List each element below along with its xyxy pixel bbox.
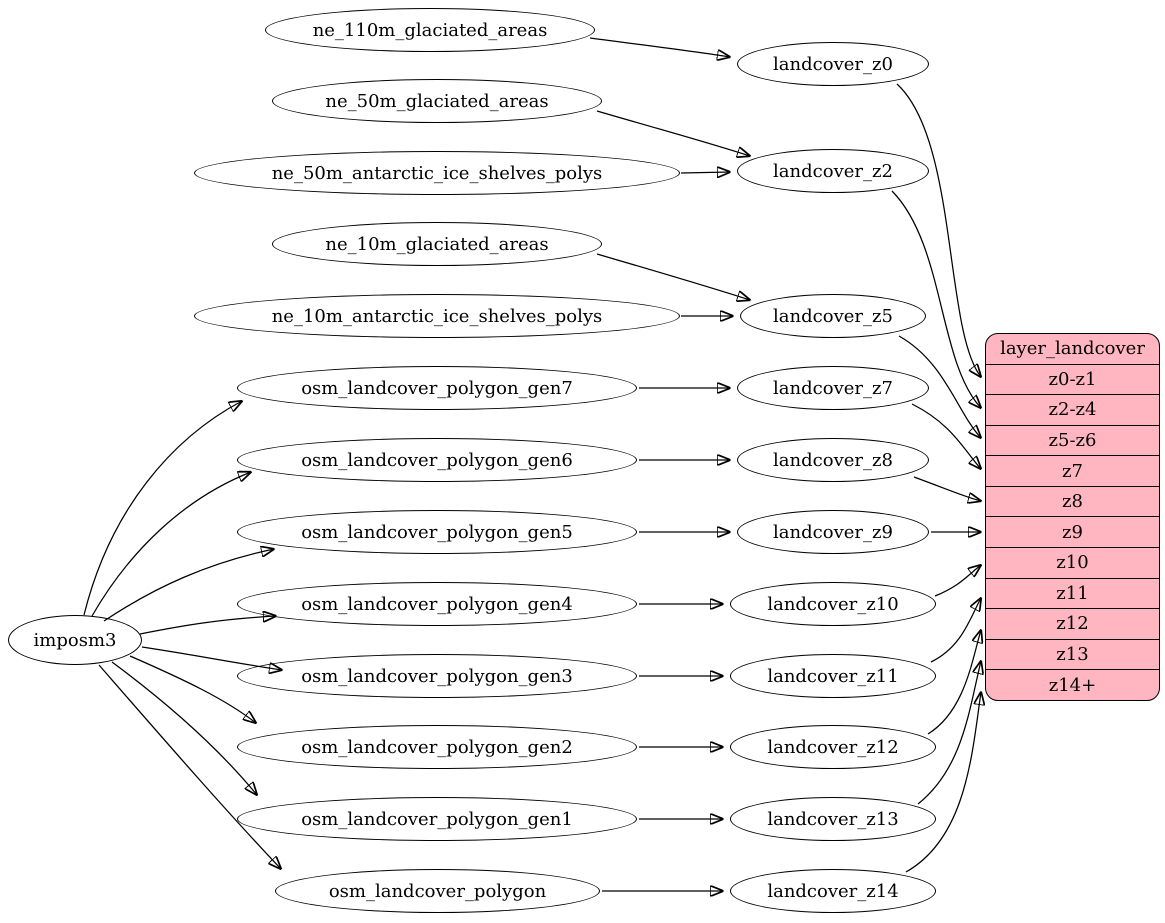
node-imposm3: imposm3 [8,615,142,665]
edge-imposm3-osm-landcover-polygon-gen2 [129,655,256,723]
node-osm-landcover-polygon-gen1: osm_landcover_polygon_gen1 [237,797,637,841]
node-landcover-z7: landcover_z7 [737,366,929,410]
node-osm-landcover-polygon-gen3: osm_landcover_polygon_gen3 [237,654,637,698]
node-ne-50m-glaciated-areas: ne_50m_glaciated_areas [272,79,602,123]
edge-landcover-z12-row-z12 [927,630,981,735]
node-landcover-z2: landcover_z2 [737,149,929,193]
table-title: layer_landcover [1000,338,1145,360]
table-row-z9: z9 [986,516,1159,547]
table-row-z14plus: z14+ [986,669,1159,700]
node-ne-10m-antarctic-ice-shelves-polys: ne_10m_antarctic_ice_shelves_polys [194,294,680,338]
edge-landcover-z14-row-z14plus [905,692,981,873]
table-row-z13: z13 [986,638,1159,670]
node-landcover-z8: landcover_z8 [737,438,929,482]
edge-imposm3-osm-landcover-polygon-gen4 [139,616,276,635]
node-osm-landcover-polygon-gen7: osm_landcover_polygon_gen7 [237,366,637,410]
node-landcover-z12: landcover_z12 [730,725,936,769]
edge-landcover-z11-row-z11 [930,598,981,663]
node-osm-landcover-polygon-gen5: osm_landcover_polygon_gen5 [237,510,637,554]
table-row-z0-z1: z0-z1 [986,363,1159,395]
edge-ne-110m-glaciated-areas-landcover-z0 [589,37,730,57]
edge-landcover-z0-row-z0-z1 [896,83,981,377]
edge-landcover-z8-row-z8 [913,476,981,501]
table-row-z8: z8 [986,485,1159,517]
node-landcover-z9: landcover_z9 [737,510,929,554]
node-osm-landcover-polygon-gen6: osm_landcover_polygon_gen6 [237,438,637,482]
node-osm-landcover-polygon-gen4: osm_landcover_polygon_gen4 [237,582,637,626]
node-landcover-z14: landcover_z14 [730,869,936,913]
edge-ne-10m-glaciated-areas-landcover-z5 [596,253,750,300]
node-landcover-z13: landcover_z13 [730,797,936,841]
table-row-z12: z12 [986,608,1159,639]
node-osm-landcover-polygon-gen2: osm_landcover_polygon_gen2 [237,725,637,769]
table-layer-landcover: layer_landcover z0-z1 z2-z4 z5-z6 z7 z8 … [985,333,1160,701]
edge-imposm3-osm-landcover-polygon-gen6 [91,472,251,617]
edge-ne-50m-antarctic-ice-shelves-polys-landcover-z2 [680,172,730,173]
table-row-z5-z6: z5-z6 [986,424,1159,456]
node-osm-landcover-polygon: osm_landcover_polygon [275,869,600,913]
edge-imposm3-osm-landcover-polygon-gen7 [83,401,242,616]
node-landcover-z10: landcover_z10 [730,582,936,626]
edge-imposm3-osm-landcover-polygon-gen1 [111,661,257,795]
table-row-z7: z7 [986,455,1159,486]
node-landcover-z11: landcover_z11 [730,654,936,698]
table-row-z2-z4: z2-z4 [986,394,1159,425]
node-landcover-z5: landcover_z5 [740,294,926,338]
edge-landcover-z10-row-z10 [934,565,981,597]
table-row-z10: z10 [986,547,1159,578]
edge-imposm3-osm-landcover-polygon [98,664,281,869]
node-ne-10m-glaciated-areas: ne_10m_glaciated_areas [272,222,602,266]
edge-ne-50m-glaciated-areas-landcover-z2 [596,110,750,156]
node-ne-50m-antarctic-ice-shelves-polys: ne_50m_antarctic_ice_shelves_polys [194,151,680,195]
node-landcover-z0: landcover_z0 [737,42,929,86]
node-ne-110m-glaciated-areas: ne_110m_glaciated_areas [265,8,595,52]
table-row-z11: z11 [986,577,1159,609]
